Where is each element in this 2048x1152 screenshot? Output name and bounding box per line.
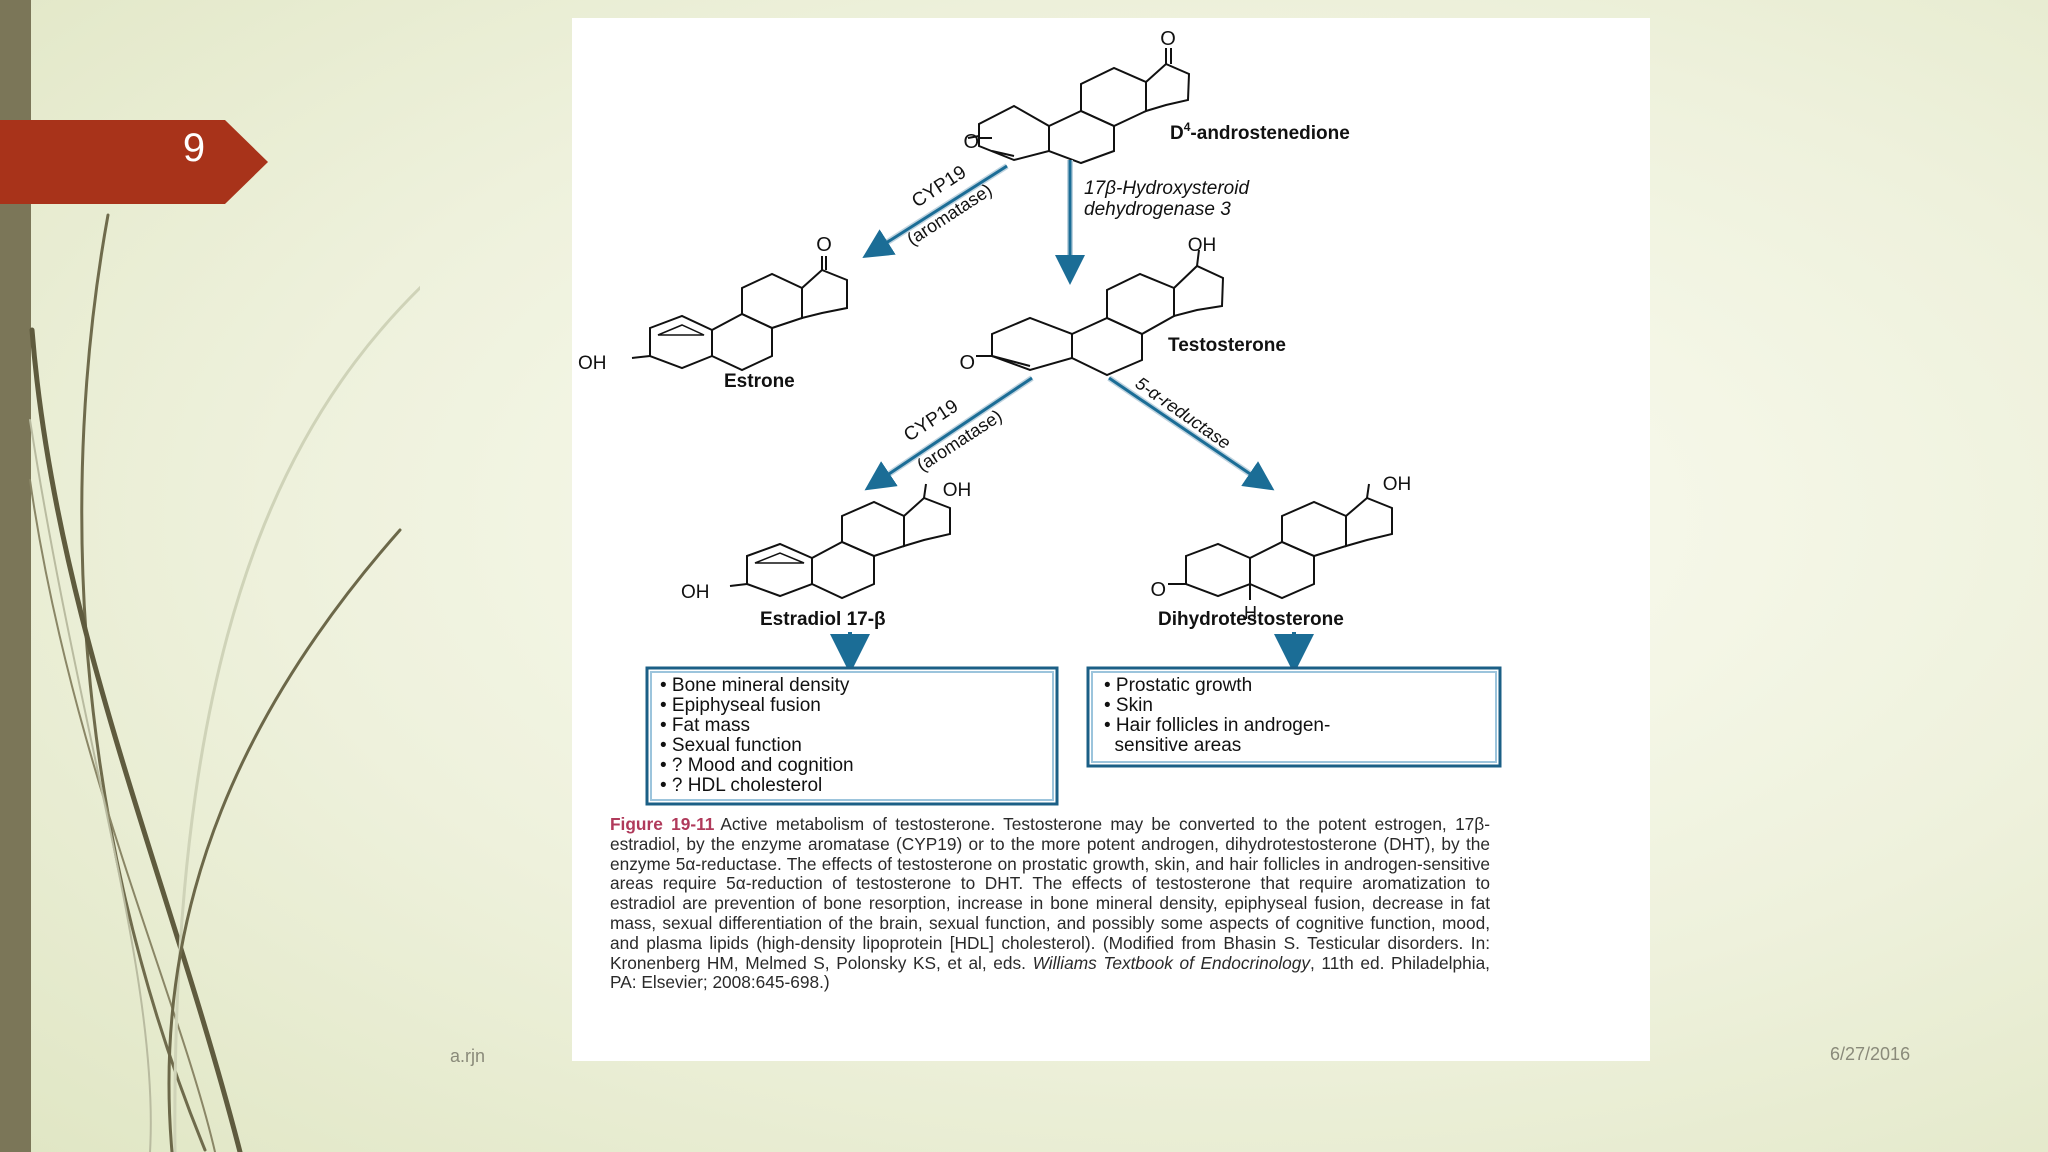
dht-effect-1: • Prostatic growth — [1104, 675, 1252, 696]
dht-effect-3: • Hair follicles in androgen- — [1104, 715, 1330, 736]
arrow-aromatase-2 — [864, 375, 1034, 491]
dht-oh: OH — [1383, 474, 1412, 495]
testosterone-label: Testosterone — [1168, 335, 1286, 356]
estradiol-effects-box: • Bone mineral density • Epiphyseal fusi… — [645, 666, 1059, 806]
dht-o: O — [1150, 579, 1166, 601]
estradiol-oh: OH — [681, 582, 710, 603]
hsd-line1: 17β-Hydroxysteroid — [1084, 178, 1250, 199]
estrone-oh: OH — [578, 353, 607, 374]
estradiol-effect-4: • Sexual function — [660, 735, 802, 756]
dht-label: Dihydrotestosterone — [1158, 609, 1344, 630]
testosterone-o: O — [959, 352, 975, 374]
dht-h: H — [1244, 603, 1257, 623]
estradiol-effect-5: • ? Mood and cognition — [660, 755, 854, 776]
estradiol-effect-1: • Bone mineral density — [660, 675, 850, 696]
dht-structure — [1168, 483, 1393, 600]
estradiol-oh-top: OH — [943, 480, 972, 501]
testosterone-structure — [976, 249, 1225, 377]
arrow-5a-reductase — [1107, 375, 1275, 491]
testosterone-oh: OH — [1188, 235, 1217, 256]
footer-author: a.rjn — [450, 1046, 486, 1066]
decorative-grass-strands — [29, 213, 420, 1152]
footer-date: 6/27/2016 — [1830, 1044, 1911, 1064]
estradiol-effect-2: • Epiphyseal fusion — [660, 695, 821, 716]
estradiol-structure — [729, 483, 951, 600]
estradiol-label: Estradiol 17-β — [760, 609, 886, 630]
slide-number: 9 — [182, 126, 206, 170]
reductase-label: 5-α-reductase — [1132, 373, 1235, 453]
estrone-label: Estrone — [724, 371, 795, 392]
caption-citation-end: , 11th ed. Philadelphia, PA: Elsevier; 2… — [610, 952, 1490, 993]
estradiol-effect-3: • Fat mass — [660, 715, 750, 736]
metabolism-diagram: O O D4-androstenedione CYP19 (aromatase)… — [578, 28, 1502, 806]
caption-text: Active metabolism of testosterone. Testo… — [610, 814, 1490, 973]
androstenedione-label: D4-androstenedione — [1170, 120, 1350, 144]
hsd-line2: dehydrogenase 3 — [1084, 199, 1231, 220]
figure-label: Figure 19-11 — [610, 814, 715, 834]
caption-book-title: Williams Textbook of Endocrinology — [1032, 952, 1311, 973]
estradiol-effect-6: • ? HDL cholesterol — [660, 775, 822, 796]
androstenedione-ketone-o: O — [963, 131, 979, 153]
dht-effect-4: sensitive areas — [1104, 735, 1241, 756]
figure-panel: O O D4-androstenedione CYP19 (aromatase)… — [572, 18, 1650, 1061]
estrone-structure — [631, 256, 848, 372]
estrone-o: O — [816, 234, 832, 256]
dht-effects-box: • Prostatic growth • Skin • Hair follicl… — [1086, 666, 1502, 768]
arrow-aromatase-1 — [862, 163, 1009, 259]
androstenedione-structure — [967, 48, 1191, 165]
dht-effect-2: • Skin — [1104, 695, 1153, 716]
androstenedione-o: O — [1160, 28, 1176, 50]
slide-number-badge — [0, 120, 268, 204]
